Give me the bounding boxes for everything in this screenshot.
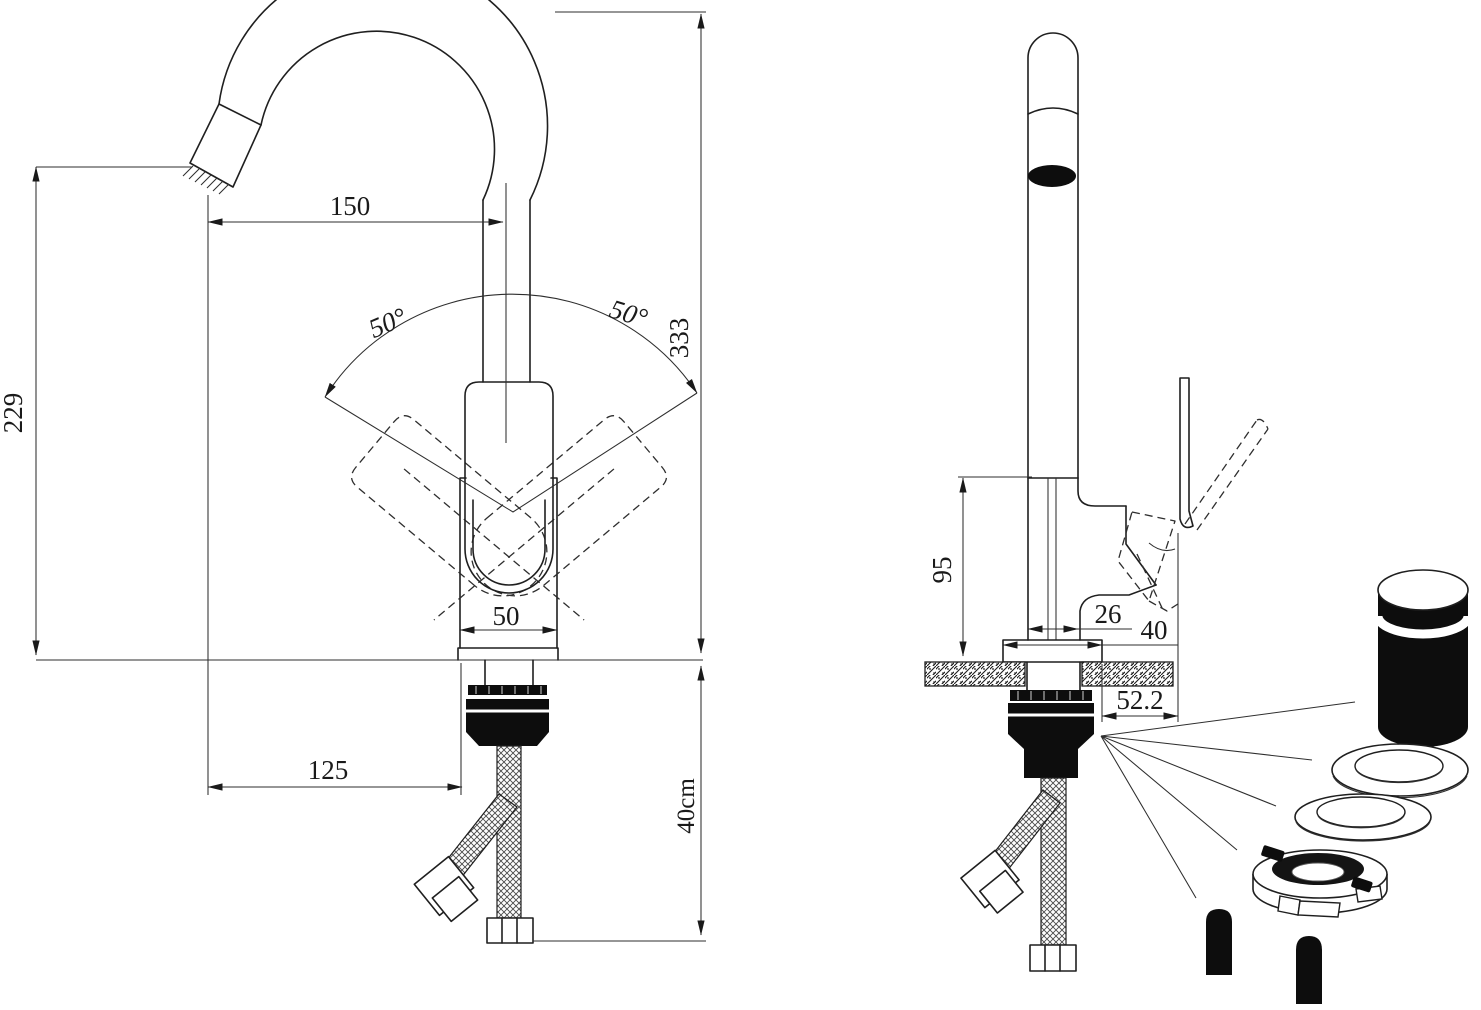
screw-hole-mark	[1351, 876, 1373, 893]
cartridge-cylinder	[1373, 569, 1473, 747]
extension-lines-side	[958, 476, 1179, 722]
dim-base-offset-125: 125	[207, 755, 463, 791]
handle-swing-ghost-left	[350, 415, 585, 621]
dim-reach-150: 150	[207, 191, 504, 226]
aerator-side	[1028, 165, 1076, 187]
threaded-stud	[496, 745, 522, 919]
dim-label-swing-right: 50°	[606, 294, 651, 334]
dim-label-swing-left: 50°	[364, 301, 411, 343]
exploded-parts	[1100, 569, 1473, 1004]
dim-label-26: 26	[1095, 599, 1122, 629]
body-side	[1077, 477, 1176, 641]
spout-outline	[182, 0, 549, 383]
dim-label-125: 125	[308, 755, 349, 785]
aerator-hatch	[182, 165, 230, 195]
dim-spout-height-229: 229	[0, 166, 40, 656]
hose-nut-side	[1029, 944, 1077, 972]
dim-label-50: 50	[493, 601, 520, 631]
hose-nut	[486, 917, 534, 944]
mounting-hardware-front	[413, 659, 549, 944]
side-view: 95 26 40 52.2	[924, 32, 1269, 972]
handle-side	[1117, 377, 1269, 612]
countertop-right	[1081, 661, 1174, 687]
washer-lower	[1294, 793, 1432, 842]
dim-label-40: 40	[1141, 615, 1168, 645]
front-view: 150 229 333 40cm 50 125 50° 50°	[0, 0, 706, 944]
dim-label-229: 229	[0, 393, 28, 434]
faucet-body-front	[457, 477, 559, 661]
handle-swing-ghost-right	[433, 415, 668, 621]
swing-arc	[324, 293, 698, 513]
dim-hose-length-40cm: 40cm	[673, 665, 705, 936]
base-and-counter-side	[924, 639, 1174, 972]
dim-body-width-50: 50	[459, 601, 558, 634]
dim-base-width-40: 40	[1002, 615, 1168, 649]
screw-hole-mark	[1261, 845, 1285, 862]
extension-lines-front	[36, 11, 706, 942]
dim-column-width-26: 26	[1027, 599, 1122, 633]
mounting-flange	[1252, 845, 1388, 918]
dim-body-height-95: 95	[927, 477, 967, 657]
leader-lines	[1100, 701, 1356, 899]
washer-upper	[1331, 743, 1469, 799]
dim-label-52-2: 52.2	[1116, 685, 1163, 715]
dim-label-40cm: 40cm	[673, 778, 700, 834]
dim-overall-height-333: 333	[664, 13, 705, 654]
mounting-nut-side	[1008, 703, 1094, 734]
fixing-stud-left	[1206, 909, 1232, 975]
knurl-ring	[468, 685, 547, 695]
countertop-left	[924, 661, 1026, 687]
mounting-nut	[466, 699, 549, 732]
dim-label-333: 333	[664, 318, 694, 359]
dim-base-depth-52-2: 52.2	[1101, 685, 1179, 720]
spout-column-side	[1027, 32, 1079, 641]
dim-label-150: 150	[330, 191, 371, 221]
fixing-stud-right	[1296, 936, 1322, 1004]
dim-label-95: 95	[927, 557, 957, 584]
